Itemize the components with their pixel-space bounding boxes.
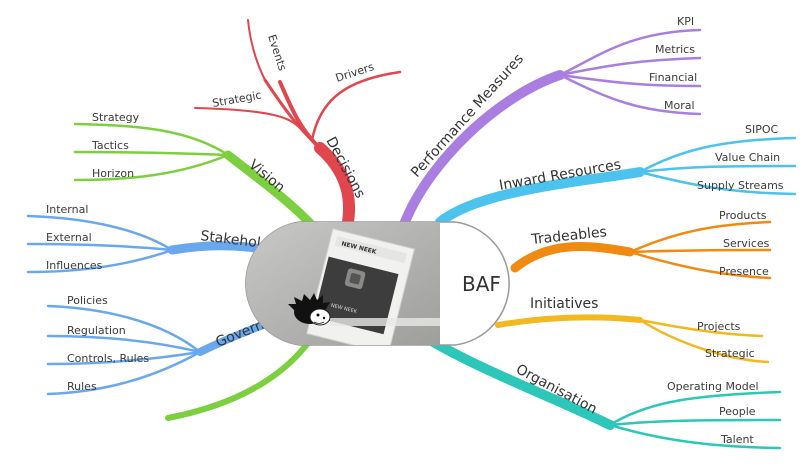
central-photo: NEW NEEK NEW NEEK: [245, 222, 440, 345]
child-label-tactics[interactable]: Tactics: [91, 139, 129, 152]
child-label-operating-model[interactable]: Operating Model: [667, 380, 759, 393]
hedgehog-icon: [288, 293, 331, 326]
child-label-controls-rules[interactable]: Controls, Rules: [67, 352, 149, 365]
child-label-supply-streams[interactable]: Supply Streams: [697, 179, 784, 192]
child-label-financial[interactable]: Financial: [649, 71, 697, 84]
child-label-people[interactable]: People: [719, 405, 756, 418]
child-label-value-chain[interactable]: Value Chain: [715, 151, 780, 164]
child-label-drivers[interactable]: Drivers: [334, 60, 376, 85]
child-label-services[interactable]: Services: [723, 237, 770, 250]
child-label-moral[interactable]: Moral: [664, 99, 695, 112]
child-label-internal[interactable]: Internal: [46, 203, 88, 216]
child-label-strategy[interactable]: Strategy: [92, 111, 140, 124]
child-label-events[interactable]: Events: [265, 33, 289, 73]
child-label-talent[interactable]: Talent: [720, 433, 754, 446]
child-label-policies[interactable]: Policies: [67, 294, 108, 307]
branch-label-performance[interactable]: Performance Measures: [408, 51, 527, 181]
child-label-kpi[interactable]: KPI: [677, 15, 694, 28]
child-label-horizon[interactable]: Horizon: [92, 167, 134, 180]
child-label-presence[interactable]: Presence: [719, 265, 769, 278]
child-label-sipoc[interactable]: SIPOC: [745, 123, 779, 136]
central-label: BAF: [462, 272, 501, 296]
branch-label-tradeables[interactable]: Tradeables: [530, 224, 608, 248]
branch-tradeables: [510, 220, 772, 280]
child-label-regulation[interactable]: Regulation: [67, 324, 126, 337]
child-label-metrics[interactable]: Metrics: [655, 43, 695, 56]
branch-label-initiatives[interactable]: Initiatives: [530, 296, 598, 312]
branch-organisation: [425, 335, 782, 450]
branch-performance: [400, 28, 702, 227]
branch-inward: [435, 136, 797, 227]
child-label-strategic-decisions[interactable]: Strategic: [211, 89, 262, 110]
branch-initiatives: [495, 314, 770, 364]
child-label-external[interactable]: External: [46, 231, 92, 244]
child-label-strategic-initiatives[interactable]: Strategic: [705, 347, 755, 360]
branch-decisions: [194, 19, 402, 228]
child-label-influences[interactable]: Influences: [46, 259, 103, 272]
child-label-products[interactable]: Products: [719, 209, 767, 222]
child-label-rules[interactable]: Rules: [67, 380, 97, 393]
child-label-projects[interactable]: Projects: [697, 320, 741, 333]
central-node[interactable]: NEW NEEK NEW NEEK BAF: [238, 221, 510, 354]
